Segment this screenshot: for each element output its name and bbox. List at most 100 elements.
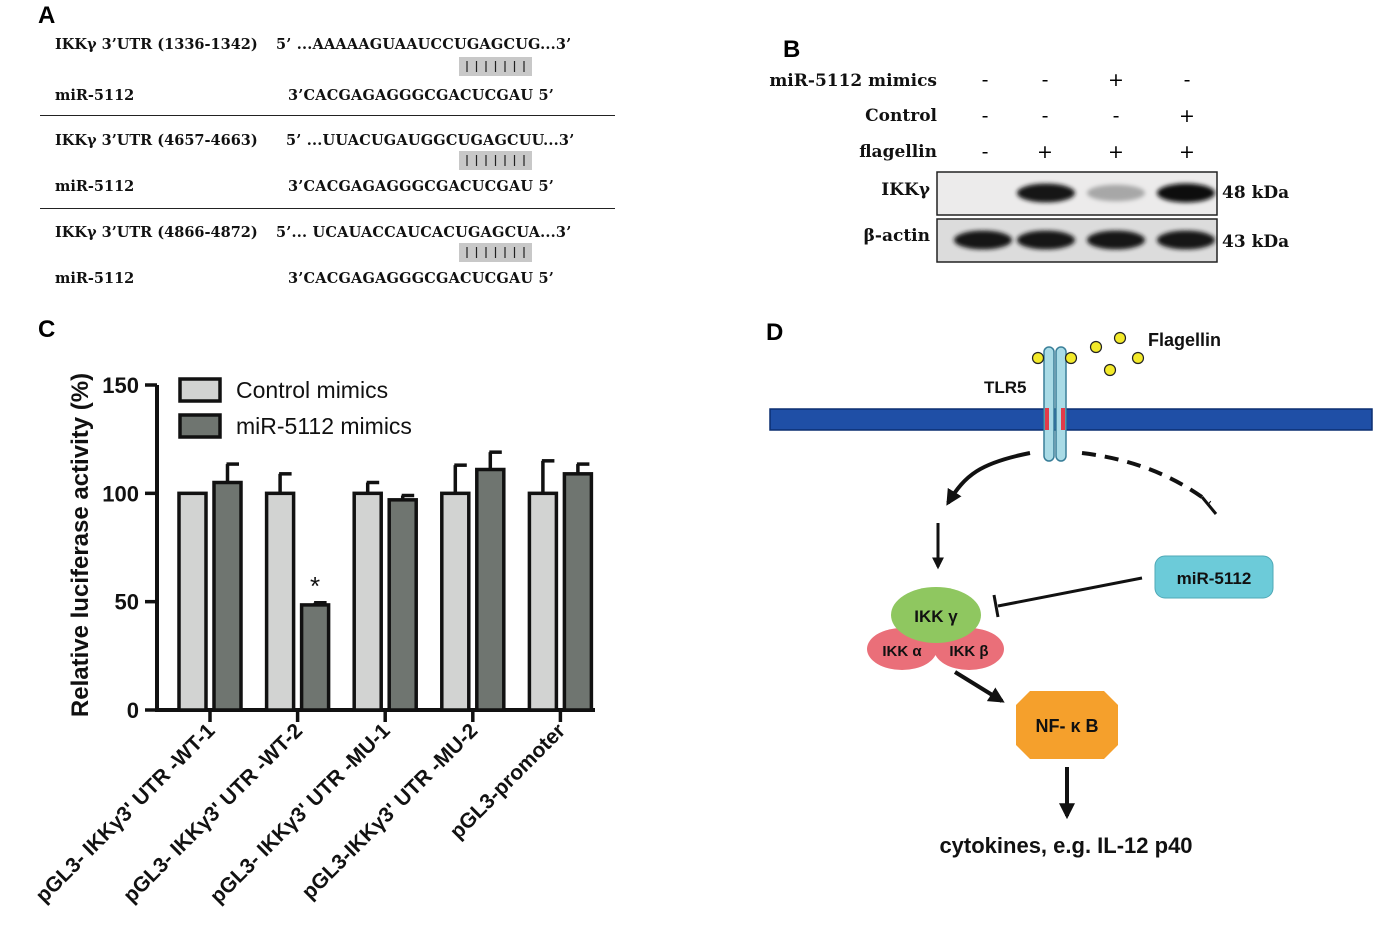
bar-control <box>264 491 296 712</box>
ikk-beta-label: IKK β <box>949 643 988 660</box>
x-category-label: pGL3-IKKγ3' UTR -MU-2 <box>298 719 483 904</box>
ikk-gamma-node <box>891 587 981 643</box>
treatment-sign: - <box>1112 105 1120 127</box>
blot-bands <box>954 183 1215 250</box>
target-sequence: 5’ ...AAAAAGUAAUCCUGAGCUG...3’ <box>276 36 572 53</box>
bar-mir5112 <box>387 498 418 712</box>
panel-label-d: D <box>766 319 784 346</box>
inhibition-bar <box>1200 496 1218 515</box>
target-sequence: 5’ ...UUACUGAUGGCUGAGCUU...3’ <box>286 132 575 149</box>
ikk-gamma-label: IKK γ <box>914 607 958 626</box>
ikkg-band <box>1087 184 1145 202</box>
blot-size-label: 48 kDa <box>1222 183 1290 203</box>
pathway-diagram: TLR5 Flagellin miR-5112 IKK γ IKK α IKK … <box>769 330 1373 858</box>
x-category-label: pGL3- IKKγ3' UTR -MU-1 <box>206 719 395 908</box>
mirna-label: miR-5112 <box>55 270 135 287</box>
mirna-sequence: 3’CACGAGAGGGCGACUCGAU 5’ <box>288 270 555 287</box>
treatment-sign: - <box>1183 69 1191 91</box>
actin-band <box>1017 230 1075 250</box>
significance-star: * <box>310 571 320 601</box>
y-axis-label: Relative luciferase activity (%) <box>67 373 94 717</box>
seed-pairing-box <box>459 243 532 262</box>
mirna-sequence: 3’CACGAGAGGGCGACUCGAU 5’ <box>288 87 555 104</box>
legend-label-control: Control mimics <box>236 377 388 403</box>
bar-mir5112 <box>562 472 594 712</box>
row-divider <box>40 115 615 116</box>
condition-label: Control <box>865 106 937 126</box>
row-divider <box>40 208 615 209</box>
seed-pairing-lines <box>466 247 525 258</box>
bar-control <box>527 491 559 712</box>
legend-label-mir5112: miR-5112 mimics <box>236 413 412 439</box>
ikk-alpha-label: IKK α <box>882 643 922 660</box>
mirna-inhibition-line <box>997 576 1143 608</box>
legend-swatch-control <box>178 377 222 403</box>
actin-band <box>1087 230 1145 250</box>
nfkb-node <box>1016 691 1118 759</box>
y-tick-label: 50 <box>115 590 139 615</box>
seed-pairing-box <box>459 151 532 170</box>
bar-control <box>352 491 383 712</box>
target-site-label: IKKγ 3’UTR (4866-4872) <box>55 224 258 241</box>
seed-pairing-box <box>459 57 532 76</box>
chart-legend: Control mimics miR-5112 mimics <box>178 377 412 439</box>
panel-label-a: A <box>38 2 56 29</box>
bar-mir5112 <box>299 603 331 712</box>
tlr5-receptor <box>1043 346 1067 462</box>
treatment-sign: - <box>1041 105 1049 127</box>
treatment-sign: + <box>1108 69 1124 91</box>
target-sequence: 5’... UCAUACCAUCACUGAGCUA...3’ <box>276 224 572 241</box>
ikkg-band <box>1157 183 1215 203</box>
y-tick-label: 100 <box>102 481 139 506</box>
cytokine-output-label: cytokines, e.g. IL-12 p40 <box>939 833 1192 858</box>
treatment-sign: - <box>1041 69 1049 91</box>
seed-pairing-lines <box>466 155 525 166</box>
mirna-sequence: 3’CACGAGAGGGCGACUCGAU 5’ <box>288 178 555 195</box>
treatment-sign: - <box>981 69 989 91</box>
blot-size-label: 43 kDa <box>1222 232 1290 252</box>
treatment-sign: + <box>1037 141 1053 163</box>
x-category-label: pGL3- IKKγ3' UTR -WT-1 <box>31 719 219 907</box>
panel-label-b: B <box>783 36 801 63</box>
treatment-sign: + <box>1108 141 1124 163</box>
blot-image <box>936 171 1218 263</box>
mirna-label: miR-5112 <box>55 87 135 104</box>
cell-membrane <box>769 408 1373 431</box>
bar-mir5112 <box>475 467 506 712</box>
mirna-label: miR-5112 <box>55 178 135 195</box>
target-site-label: IKKγ 3’UTR (1336-1342) <box>55 36 258 53</box>
blot-label: IKKγ <box>881 180 930 200</box>
bar-control <box>440 491 471 712</box>
target-site-label: IKKγ 3’UTR (4657-4663) <box>55 132 258 149</box>
treatment-sign: - <box>981 141 989 163</box>
panel-label-c: C <box>38 316 56 343</box>
ikkg-band <box>1017 183 1075 203</box>
x-category-label: pGL3- IKKγ3' UTR -WT-2 <box>119 719 307 907</box>
y-tick-label: 150 <box>102 373 139 398</box>
condition-label: miR-5112 mimics <box>769 71 937 91</box>
blot-label: β-actin <box>863 226 930 246</box>
flagellin-particles <box>1031 331 1145 377</box>
treatment-sign: + <box>1179 141 1195 163</box>
legend-swatch-mir5112 <box>178 413 222 439</box>
bar-mir5112 <box>212 480 243 712</box>
seed-pairing-lines <box>466 61 525 72</box>
bar-control <box>177 491 208 712</box>
condition-label: flagellin <box>859 142 937 162</box>
y-tick-label: 0 <box>127 698 139 723</box>
mirna-node <box>1154 555 1274 599</box>
tlr5-label: TLR5 <box>984 378 1027 397</box>
nfkb-activation-arrow <box>953 670 1005 703</box>
actin-band <box>954 230 1012 250</box>
activation-curve-arrow <box>946 451 1031 506</box>
dashed-inhibition-curve <box>1081 451 1212 505</box>
mirna-node-label: miR-5112 <box>1177 569 1252 588</box>
flagellin-label: Flagellin <box>1148 330 1221 350</box>
nfkb-label: NF- κ B <box>1035 716 1098 736</box>
actin-band <box>1157 230 1215 250</box>
treatment-sign: - <box>981 105 989 127</box>
mirna-inhibition-bar <box>992 594 1000 618</box>
